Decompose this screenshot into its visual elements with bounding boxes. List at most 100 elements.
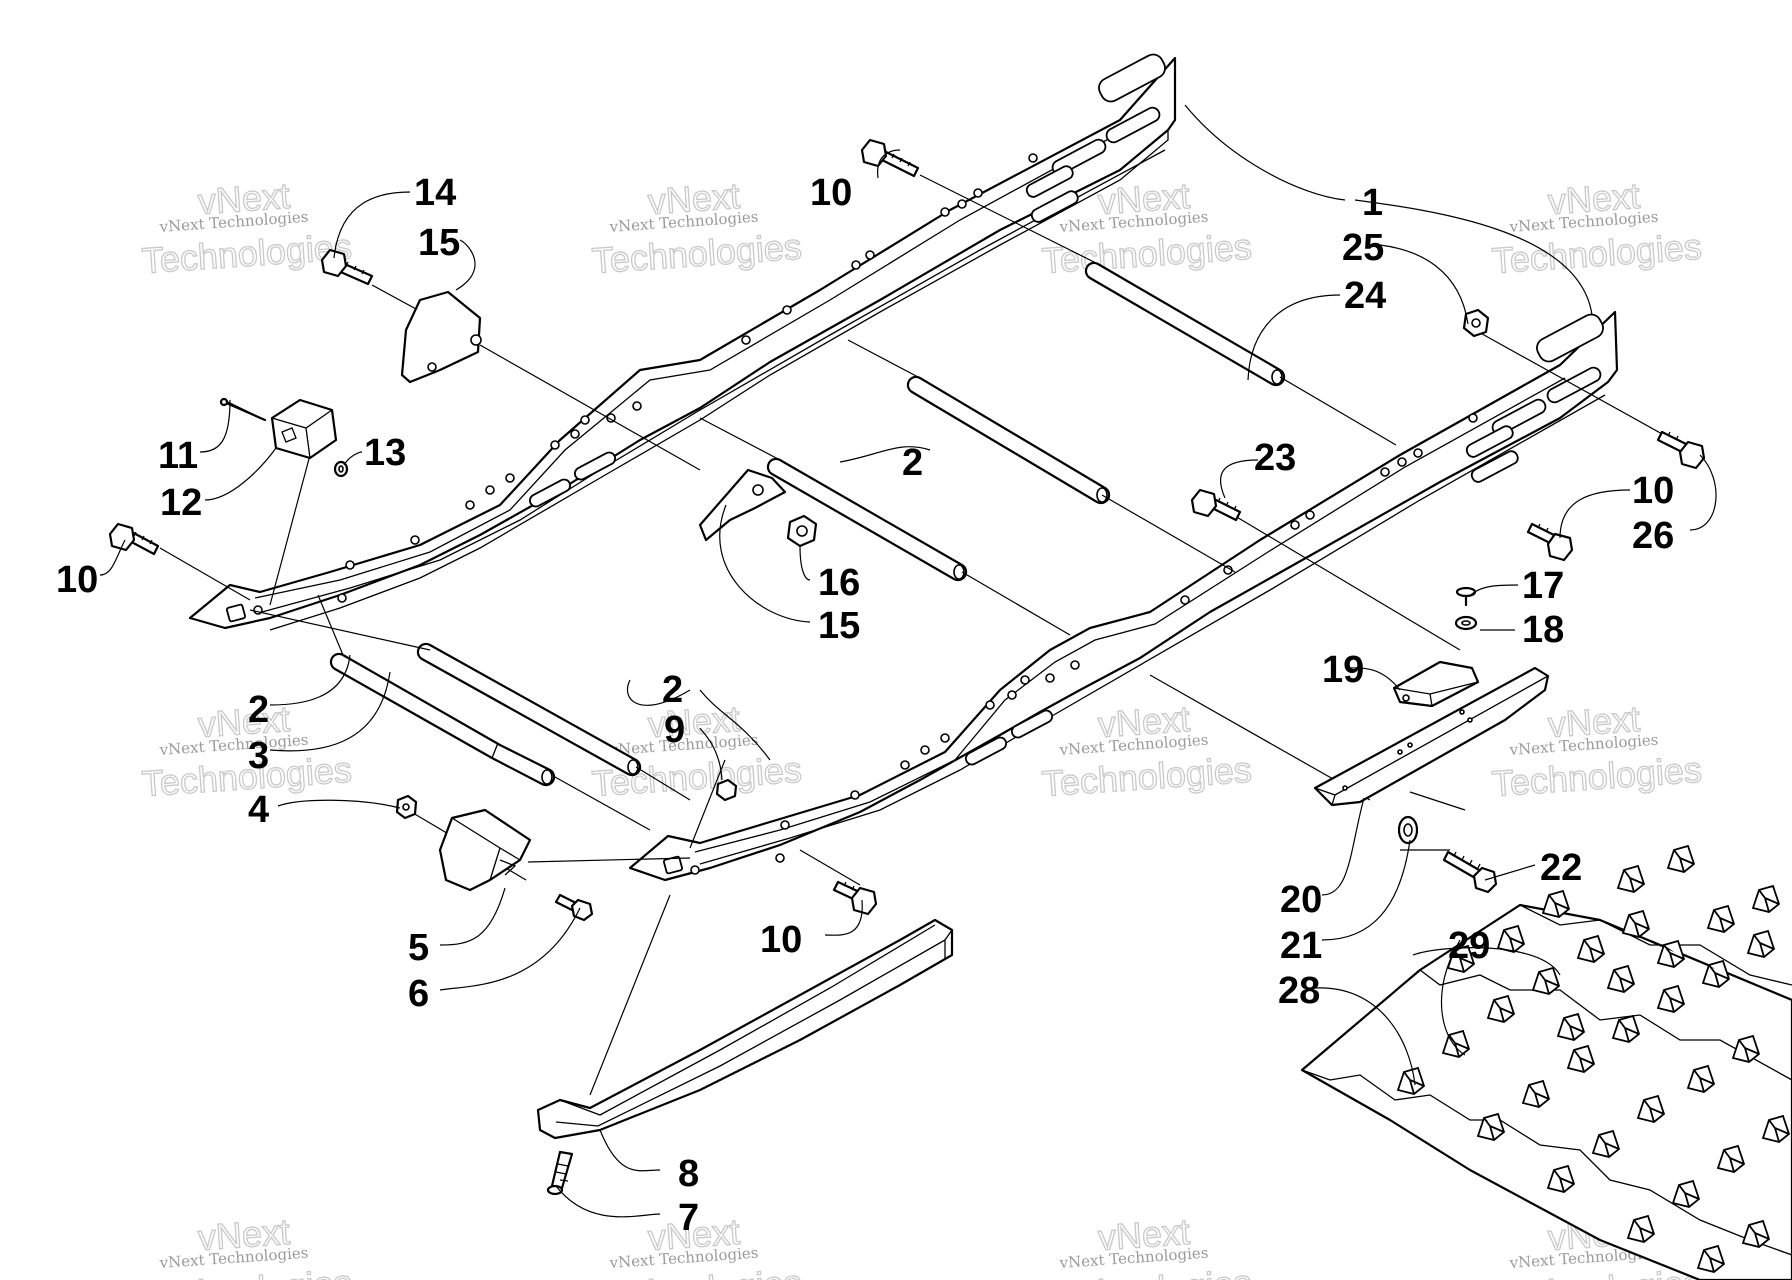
track-lug <box>1741 1219 1771 1248</box>
callout-13: 13 <box>364 432 406 474</box>
callout-2: 2 <box>662 669 683 711</box>
callout-28: 28 <box>1278 970 1320 1012</box>
bolt-14 <box>320 248 374 286</box>
nut-9 <box>715 778 738 802</box>
screw-7 <box>546 1150 574 1196</box>
track-lug <box>1696 1244 1726 1273</box>
watermark-text: vNext <box>1097 1211 1192 1258</box>
callout-2: 2 <box>248 689 269 731</box>
callout-7: 7 <box>678 1197 699 1239</box>
bolt-26 <box>1656 430 1706 470</box>
track-lug <box>1486 994 1516 1023</box>
callout-leaders <box>99 104 1717 1218</box>
track-lug <box>1761 1114 1791 1143</box>
callout-23: 23 <box>1254 437 1296 479</box>
track-lug <box>1731 1034 1761 1063</box>
brackets <box>270 290 1550 1140</box>
callout-3: 3 <box>248 735 269 777</box>
callout-6: 6 <box>408 973 429 1015</box>
callout-16: 16 <box>818 562 860 604</box>
washer-18 <box>1454 615 1478 631</box>
track-lug <box>1496 924 1526 953</box>
callout-labels: 1 2 2 2 3 4 5 6 7 8 9 10 10 10 10 11 12 … <box>56 172 1674 1239</box>
bolt-10-top <box>860 138 920 178</box>
watermark-text: vNext <box>1097 175 1192 222</box>
track-lug <box>1556 1012 1586 1041</box>
bumper-5 <box>438 808 532 892</box>
watermark-text: vNext <box>647 698 742 745</box>
bolt-10-bottom <box>832 880 878 916</box>
callout-26: 26 <box>1632 515 1674 557</box>
block-19 <box>1392 660 1480 708</box>
callout-10: 10 <box>56 559 98 601</box>
track-lug <box>1656 984 1686 1013</box>
track-lug <box>1531 966 1561 995</box>
bolt-10-right-lower <box>1526 522 1574 562</box>
track-lug <box>1521 1079 1551 1108</box>
nut-4 <box>395 794 418 820</box>
callout-9: 9 <box>664 709 685 751</box>
callout-10: 10 <box>760 919 802 961</box>
track-lug <box>1541 889 1571 918</box>
callout-14: 14 <box>414 172 456 214</box>
track-lug <box>1666 844 1696 873</box>
track-lug <box>1591 1129 1621 1158</box>
rivet-17 <box>1455 586 1477 607</box>
callout-15: 15 <box>418 222 460 264</box>
bolt-22 <box>1442 850 1498 894</box>
nut-25 <box>1462 308 1490 338</box>
track-lug <box>1751 884 1781 913</box>
nut-13 <box>333 460 349 478</box>
watermark-text: vNext <box>197 175 292 222</box>
callout-15: 15 <box>818 605 860 647</box>
track-lug <box>1626 1214 1656 1243</box>
track-lug <box>1701 959 1731 988</box>
track-lug <box>1611 1014 1641 1043</box>
washer-21 <box>1397 815 1419 845</box>
bolt-10-left <box>108 522 160 556</box>
callout-2: 2 <box>902 442 923 484</box>
track-lug <box>1616 864 1646 893</box>
track-lug <box>1671 1179 1701 1208</box>
bolt-6 <box>554 893 594 922</box>
rear-bumper-20 <box>1313 666 1550 807</box>
callout-10: 10 <box>1632 470 1674 512</box>
track-lug <box>1656 939 1686 968</box>
track-lug <box>1706 904 1736 933</box>
bracket-15-upper <box>400 290 482 384</box>
track-lug <box>1636 1094 1666 1123</box>
callout-18: 18 <box>1522 609 1564 651</box>
hardware <box>108 138 1706 1196</box>
wear-strip-8 <box>536 918 954 1140</box>
track-lug <box>1576 934 1606 963</box>
callout-21: 21 <box>1280 925 1322 967</box>
callout-20: 20 <box>1280 879 1322 921</box>
callout-10: 10 <box>810 172 852 214</box>
callout-25: 25 <box>1342 227 1384 269</box>
track-lug <box>1716 1144 1746 1173</box>
block-12 <box>270 398 338 460</box>
track <box>1300 844 1792 1280</box>
callout-19: 19 <box>1322 649 1364 691</box>
callout-22: 22 <box>1540 847 1582 889</box>
callout-8: 8 <box>678 1153 699 1195</box>
callout-4: 4 <box>248 789 269 831</box>
track-lug <box>1686 1064 1716 1093</box>
watermark-text: vNext <box>197 1211 292 1258</box>
track-lug <box>1621 909 1651 938</box>
track-lug <box>1476 1112 1506 1141</box>
track-lug <box>1546 1164 1576 1193</box>
track-lugs <box>1396 844 1791 1273</box>
watermark-text: vNext <box>647 175 742 222</box>
track-lug <box>1606 964 1636 993</box>
callout-11: 11 <box>158 435 198 477</box>
track-lug <box>1566 1044 1596 1073</box>
